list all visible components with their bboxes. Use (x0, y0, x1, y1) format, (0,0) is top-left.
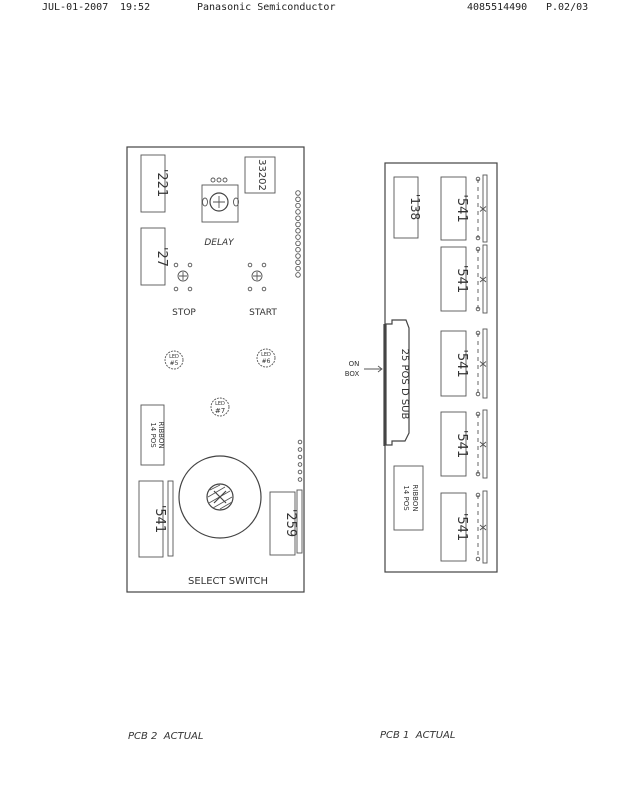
pin-icon (295, 246, 301, 253)
chip-541-pcb1: '541 (440, 328, 488, 399)
chip-27 (140, 227, 166, 286)
arrow-icon (364, 365, 383, 373)
pin-icon (295, 253, 301, 259)
pin-icon (295, 272, 301, 278)
svg-text:33202: 33202 (256, 159, 267, 191)
ribbon-connector-pcb1 (393, 465, 424, 531)
start-label: START (249, 308, 277, 318)
pin-icon (297, 469, 303, 475)
stop-label: STOP (172, 308, 196, 318)
pin-icon (295, 240, 301, 247)
svg-text:'541: '541 (454, 349, 469, 377)
pin-icon (295, 234, 301, 240)
svg-text:'27: '27 (154, 247, 169, 267)
fax-time: 19:52 (120, 2, 151, 13)
pin-icon (295, 221, 301, 228)
pin-icon (295, 265, 301, 272)
chip-541-pcb1: '541 (440, 174, 488, 243)
svg-text:LED: LED (261, 352, 271, 358)
pin-icon (297, 447, 303, 452)
led-6: LED #6 (256, 348, 276, 368)
svg-text:#7: #7 (215, 407, 225, 415)
start-button[interactable] (247, 262, 267, 292)
svg-text:#5: #5 (170, 360, 179, 367)
svg-text:RIBBON: RIBBON (411, 484, 419, 511)
chip-33202 (244, 156, 276, 194)
fax-phone: 4085514490 (467, 2, 528, 13)
chip-541-pcb2 (138, 480, 164, 558)
chip-541-pcb1: '541 (440, 409, 488, 479)
on-box-label: ON (349, 360, 360, 368)
pin-icon (297, 439, 303, 445)
svg-text:'138: '138 (408, 194, 422, 220)
svg-text:'541: '541 (454, 265, 469, 293)
svg-text:'541: '541 (454, 194, 469, 222)
fax-page: P.02/03 (546, 2, 589, 13)
svg-text:RIBBON: RIBBON (157, 421, 165, 448)
dsub-connector: 25 POS D SUB (383, 319, 410, 446)
chip-541-pcb1: '541 (440, 244, 488, 314)
svg-text:'541: '541 (152, 505, 167, 533)
delay-label: DELAY (204, 238, 235, 248)
svg-text:'221: '221 (154, 169, 169, 197)
svg-text:14 POS: 14 POS (402, 485, 410, 511)
ribbon-connector-pcb2 (140, 404, 165, 466)
pin-icon (295, 215, 301, 221)
fax-sender: Panasonic Semiconductor (197, 2, 336, 13)
svg-text:BOX: BOX (345, 370, 360, 378)
svg-text:LED: LED (169, 354, 179, 360)
chip-259 (269, 491, 296, 556)
pcb1-caption: PCB 1 ACTUAL (380, 730, 455, 741)
pin-icon (295, 196, 301, 203)
svg-text:25 POS D SUB: 25 POS D SUB (399, 349, 410, 420)
select-switch-label: SELECT SWITCH (188, 576, 268, 587)
header-pins-short (297, 439, 303, 482)
pcb1-board: '138 '541 '541 '541 '541 '541 25 POS D SUB O… (345, 162, 498, 573)
pin-icon (295, 202, 301, 209)
stop-button[interactable] (173, 262, 193, 292)
pin-icon (295, 228, 301, 234)
pin-icon (297, 462, 303, 467)
chip-138 (393, 176, 419, 239)
pin-icon (295, 190, 301, 196)
svg-text:#6: #6 (262, 358, 271, 365)
svg-text:LED: LED (215, 401, 225, 407)
led-5: LED #5 (164, 350, 184, 370)
chip-541-pcb1: '541 (440, 490, 488, 564)
svg-text:14 POS: 14 POS (149, 422, 157, 448)
pin-icon (297, 477, 303, 482)
svg-text:'259: '259 (283, 509, 298, 537)
svg-text:'541: '541 (454, 430, 469, 458)
pin-icon (295, 209, 301, 215)
led-7: LED #7 (210, 397, 230, 417)
fax-date: JUL-01-2007 (42, 2, 109, 13)
delay-potentiometer[interactable] (201, 177, 239, 223)
pin-icon (297, 454, 303, 460)
chip-221 (140, 154, 166, 213)
select-switch[interactable] (178, 455, 262, 539)
pin-icon (295, 259, 301, 266)
pcb2-board: '221 33202 DELAY '27 STOP START LED (126, 146, 305, 593)
pcb2-caption: PCB 2 ACTUAL (128, 731, 203, 742)
header-pins-column (295, 190, 301, 278)
svg-text:'541: '541 (454, 513, 469, 541)
